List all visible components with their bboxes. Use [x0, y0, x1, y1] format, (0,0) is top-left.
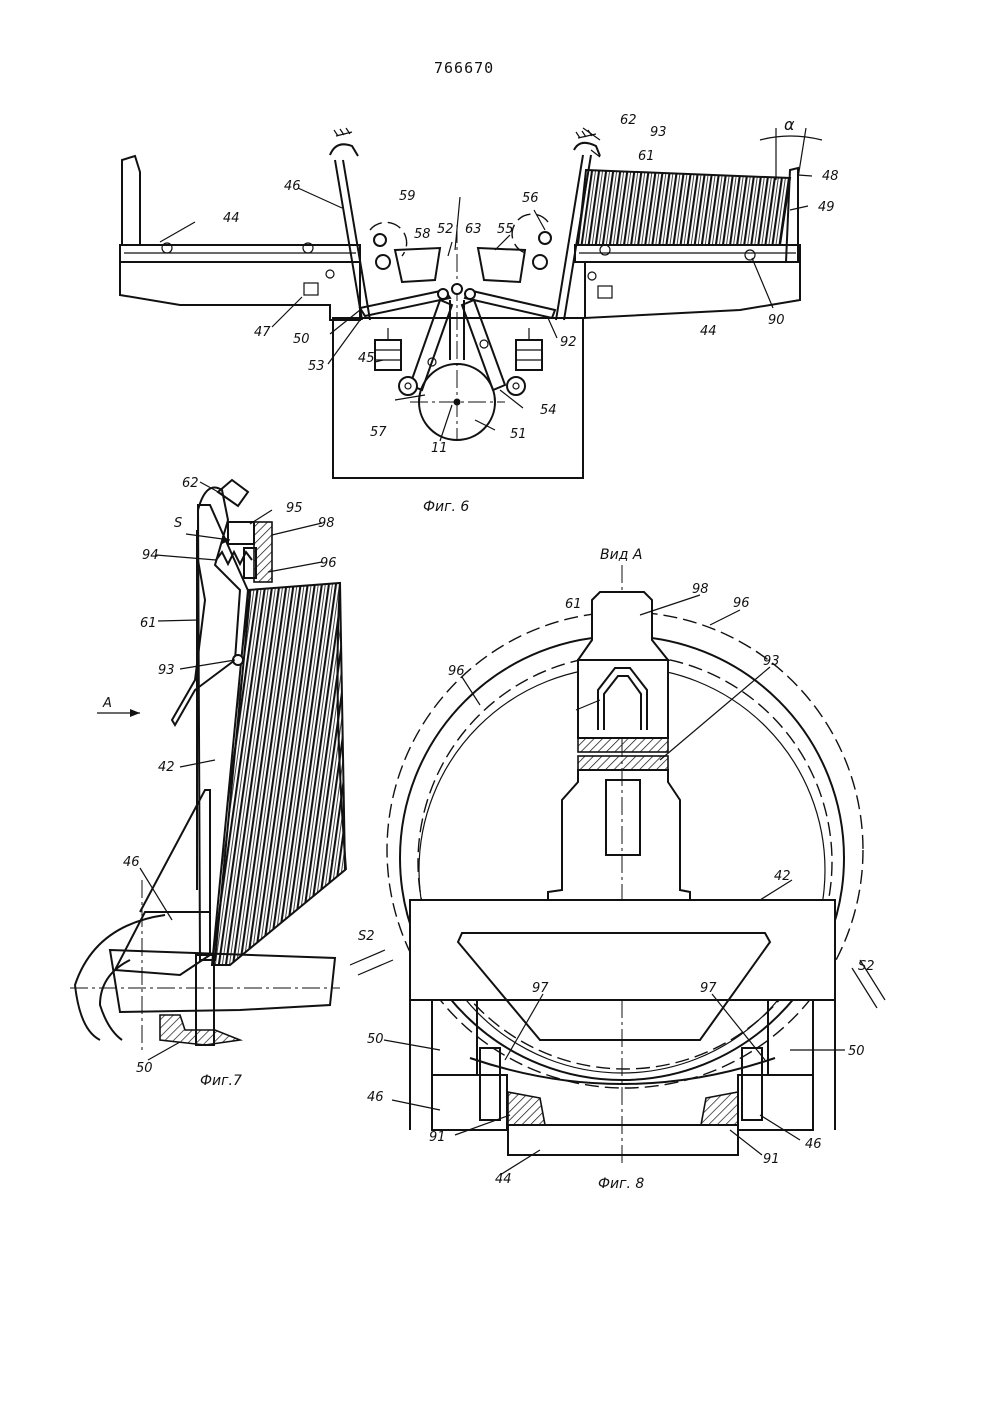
fig8-label-97-right: 97	[700, 981, 717, 996]
fig8-label-93: 93	[763, 654, 780, 669]
fig6-label-58: 58	[414, 227, 431, 242]
fig8-label-91-right: 91	[763, 1152, 780, 1167]
fig6-label-44-left: 44	[223, 211, 240, 226]
fig6-label-53: 53	[308, 359, 325, 374]
fig6-label-49: 49	[818, 200, 835, 215]
fig8-label-50-right: 50	[848, 1044, 865, 1059]
fig7-label-a: A	[102, 696, 112, 711]
fig8-label-46-right: 46	[805, 1137, 822, 1152]
fig8-label-44: 44	[495, 1172, 512, 1187]
fig6-label-93: 93	[650, 125, 667, 140]
fig7-label-94: 94	[142, 548, 159, 563]
fig8-caption: Фиг. 8	[598, 1176, 644, 1192]
fig6-label-alpha: α	[784, 115, 795, 134]
fig6-label-90: 90	[768, 313, 785, 328]
fig6-label-52: 52	[437, 222, 454, 237]
fig8-label-42: 42	[774, 869, 791, 884]
fig7-label-50: 50	[136, 1061, 153, 1076]
fig7-label-62: 62	[182, 476, 199, 491]
fig8-label-s2-left: S2	[358, 929, 375, 944]
fig6-label-50: 50	[293, 332, 310, 347]
fig6-label-47: 47	[254, 325, 271, 340]
fig6-label-92: 92	[560, 335, 577, 350]
fig6-label-59: 59	[399, 189, 416, 204]
fig8-label-98: 98	[692, 582, 709, 597]
fig6-label-46: 46	[284, 179, 301, 194]
fig8-label-97-left: 97	[532, 981, 549, 996]
fig7-label-98: 98	[318, 516, 335, 531]
fig7-label-61: 61	[140, 616, 157, 631]
fig8-label-46-left: 46	[367, 1090, 384, 1105]
fig8-label-50-left: 50	[367, 1032, 384, 1047]
fig6-label-11: 11	[431, 441, 448, 456]
fig6-label-57: 57	[370, 425, 387, 440]
fig7-label-96: 96	[320, 556, 337, 571]
fig7-label-95: 95	[286, 501, 303, 516]
fig6-label-56: 56	[522, 191, 539, 206]
fig7-label-46: 46	[123, 855, 140, 870]
fig6-label-55: 55	[497, 222, 514, 237]
fig7-caption: Фиг.7	[200, 1073, 242, 1089]
fig7-label-s: S	[174, 516, 182, 531]
fig8-label-96-right: 96	[733, 596, 750, 611]
fig6-label-51: 51	[510, 427, 527, 442]
fig6-label-44-right: 44	[700, 324, 717, 339]
fig6-label-63: 63	[465, 222, 482, 237]
fig7-label-42: 42	[158, 760, 175, 775]
fig8-label-s2-right: S2	[858, 959, 875, 974]
fig8-label-96-left: 96	[448, 664, 465, 679]
fig8-label-61: 61	[565, 597, 582, 612]
fig6-label-54: 54	[540, 403, 557, 418]
fig6-label-61: 61	[638, 149, 655, 164]
fig6-label-48: 48	[822, 169, 839, 184]
fig6-label-62: 62	[620, 113, 637, 128]
fig6-label-45: 45	[358, 351, 375, 366]
fig8-label-91-left: 91	[429, 1130, 446, 1145]
fig8-view-title: Вид А	[600, 547, 642, 563]
fig7-label-93: 93	[158, 663, 175, 678]
fig6-caption: Фиг. 6	[423, 499, 469, 515]
